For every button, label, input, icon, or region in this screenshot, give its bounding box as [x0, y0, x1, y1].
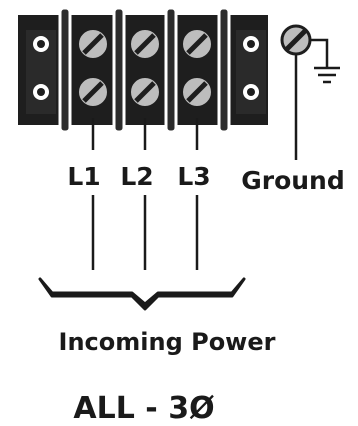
terminal-label-l3: L3 [177, 162, 210, 191]
barrier-2 [112, 6, 126, 134]
terminal-label-l1: L1 [67, 162, 100, 191]
screw-l2-bottom [129, 76, 161, 108]
terminal-label-l2: L2 [120, 162, 153, 191]
barrier-4 [217, 6, 231, 134]
ground-label: Ground [241, 166, 345, 195]
screw-l2-top [129, 28, 161, 60]
incoming-power-label: Incoming Power [59, 328, 276, 356]
earth-ground-icon [310, 38, 340, 84]
screw-l3-top [181, 28, 213, 60]
mounting-hole-right-bottom [243, 84, 259, 100]
grouping-brace [38, 277, 246, 311]
screw-l1-top [77, 28, 109, 60]
barrier-1 [58, 6, 72, 134]
mounting-hole-left-bottom [33, 84, 49, 100]
mounting-hole-right-top [243, 36, 259, 52]
screw-l1-bottom [77, 76, 109, 108]
mounting-hole-left-top [33, 36, 49, 52]
ground-screw [280, 24, 312, 56]
screw-l3-bottom [181, 76, 213, 108]
phase-label: ALL - 3Ø [73, 391, 214, 426]
barrier-3 [164, 6, 178, 134]
terminal-block [18, 6, 268, 134]
